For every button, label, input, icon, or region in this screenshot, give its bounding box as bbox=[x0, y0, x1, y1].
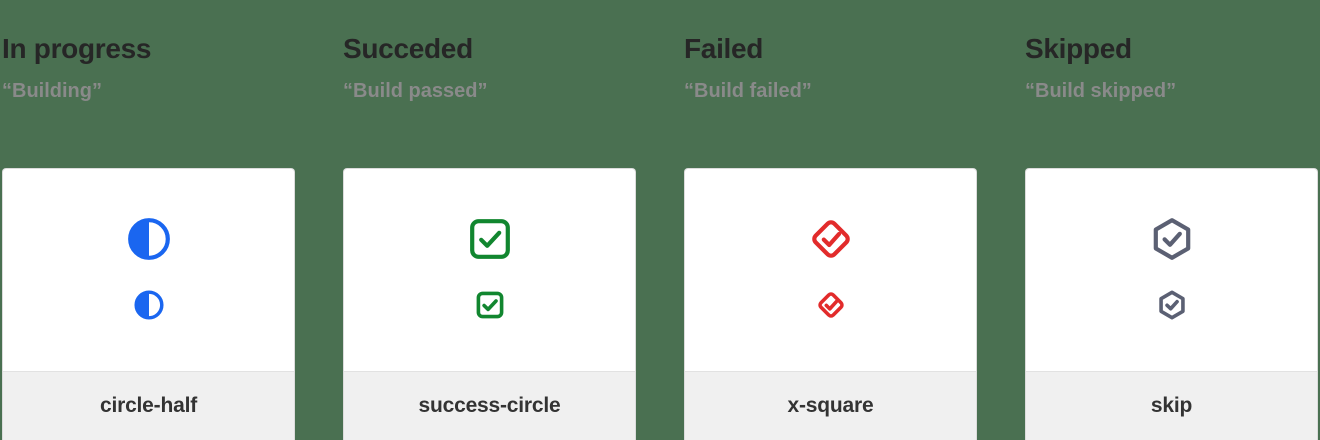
column-title: Failed bbox=[684, 33, 764, 64]
success-circle-icon bbox=[466, 215, 514, 263]
column-header: In progress “Building” bbox=[2, 0, 295, 103]
skip-icon bbox=[1148, 215, 1196, 263]
icon-card-footer: x-square bbox=[685, 371, 976, 440]
x-square-icon-small bbox=[815, 289, 847, 321]
status-column-in-progress: In progress “Building” bbox=[2, 0, 295, 440]
status-column-skipped: Skipped “Build skipped” bbox=[1025, 0, 1318, 440]
icon-preview-area bbox=[685, 169, 976, 371]
column-title: In progress bbox=[2, 33, 152, 64]
skip-icon-small bbox=[1156, 289, 1188, 321]
icon-name-label: skip bbox=[1150, 394, 1193, 417]
column-header: Failed “Build failed” bbox=[684, 0, 977, 103]
icon-card-circle-half[interactable]: circle-half bbox=[2, 168, 295, 440]
icon-name-label: x-square bbox=[787, 394, 874, 417]
status-column-failed: Failed “Build failed” x bbox=[684, 0, 977, 440]
circle-half-icon bbox=[125, 215, 173, 263]
icon-preview-area bbox=[3, 169, 294, 371]
success-circle-icon-small bbox=[474, 289, 506, 321]
status-column-succeded: Succeded “Build passed” bbox=[343, 0, 636, 440]
column-title: Succeded bbox=[343, 33, 473, 64]
column-title: Skipped bbox=[1025, 33, 1132, 64]
icon-preview-area bbox=[1026, 169, 1317, 371]
column-subtitle: “Build passed” bbox=[343, 79, 488, 102]
icon-name-label: success-circle bbox=[418, 394, 561, 417]
icon-card-footer: circle-half bbox=[3, 371, 294, 440]
icon-card-x-square[interactable]: x-square bbox=[684, 168, 977, 440]
column-header: Skipped “Build skipped” bbox=[1025, 0, 1318, 103]
icon-name-label: circle-half bbox=[99, 394, 197, 417]
column-subtitle: “Build failed” bbox=[684, 79, 812, 102]
icon-preview-area bbox=[344, 169, 635, 371]
icon-card-success-circle[interactable]: success-circle bbox=[343, 168, 636, 440]
column-header: Succeded “Build passed” bbox=[343, 0, 636, 103]
column-subtitle: “Build skipped” bbox=[1025, 79, 1177, 102]
circle-half-icon-small bbox=[133, 289, 165, 321]
column-subtitle: “Building” bbox=[2, 79, 102, 102]
icon-card-skip[interactable]: skip bbox=[1025, 168, 1318, 440]
icon-card-footer: skip bbox=[1026, 371, 1317, 440]
x-square-icon bbox=[807, 215, 855, 263]
icon-card-footer: success-circle bbox=[344, 371, 635, 440]
